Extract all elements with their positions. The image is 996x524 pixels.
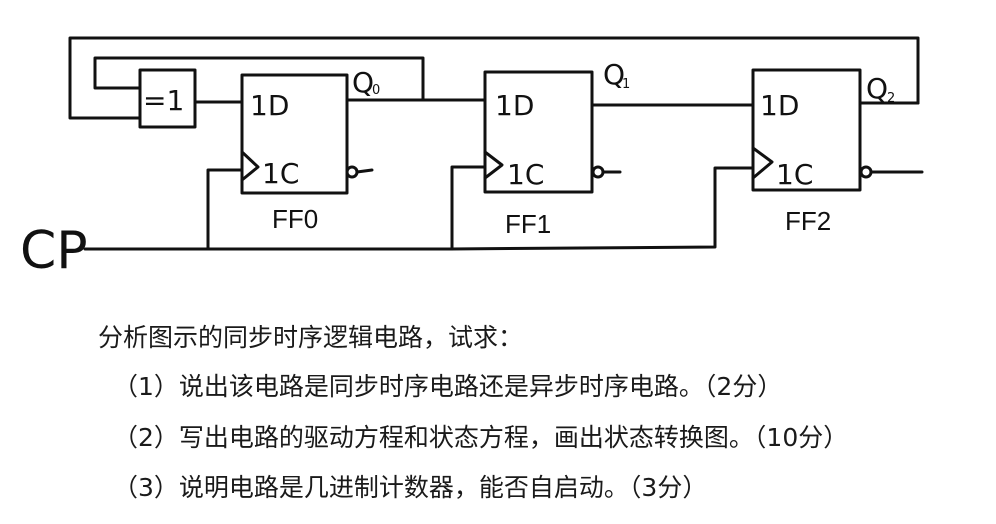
- ff0-c-label: 1C: [262, 157, 299, 190]
- ff1-c-label: 1C: [507, 158, 544, 191]
- ff0-q-label: Q: [352, 66, 374, 99]
- question-1: （1）说出该电路是同步时序电路还是异步时序电路。（2分）: [113, 372, 783, 401]
- ff2-q-label: Q: [866, 72, 888, 105]
- question-3: （3）说明电路是几进制计数器，能否自启动。（3分）: [113, 473, 708, 502]
- ff1-clock-triangle: [483, 150, 504, 180]
- flipflop-ff1: [483, 70, 594, 194]
- ff0-name: FF0: [272, 204, 318, 234]
- question-intro: 分析图示的同步时序逻辑电路，试求：: [98, 323, 524, 352]
- feedback-wire-q2: [68, 36, 920, 120]
- question-2: （2）写出电路的驱动方程和状态方程，画出状态转换图。（10分）: [113, 423, 849, 452]
- clock-wire-ff1: [450, 165, 487, 251]
- ff2-clock-triangle: [751, 146, 774, 180]
- ff0-qbar-wire: [355, 168, 374, 174]
- ff0-clock-triangle: [240, 150, 260, 182]
- ff1-q-label: Q: [603, 58, 625, 91]
- ff1-q-subscript: 1: [622, 77, 630, 92]
- ff0-d-label: 1D: [250, 89, 289, 122]
- clock-wire-ff0: [206, 168, 244, 251]
- ff0-q-subscript: 0: [372, 83, 380, 98]
- feedback-wire-q0: [93, 56, 425, 102]
- ff1-name: FF1: [505, 209, 551, 239]
- clock-line: [83, 166, 755, 251]
- xor-gate: [138, 68, 197, 129]
- xor-gate-label: =1: [143, 84, 184, 117]
- clock-label: CP: [20, 221, 88, 281]
- flipflop-ff2: [751, 68, 862, 192]
- flipflop-ff0: [240, 73, 349, 195]
- ff2-q-subscript: 2: [887, 91, 895, 106]
- ff2-name: FF2: [785, 206, 831, 236]
- ff1-d-label: 1D: [495, 89, 534, 122]
- ff2-c-label: 1C: [776, 158, 813, 191]
- ff2-d-label: 1D: [760, 89, 799, 122]
